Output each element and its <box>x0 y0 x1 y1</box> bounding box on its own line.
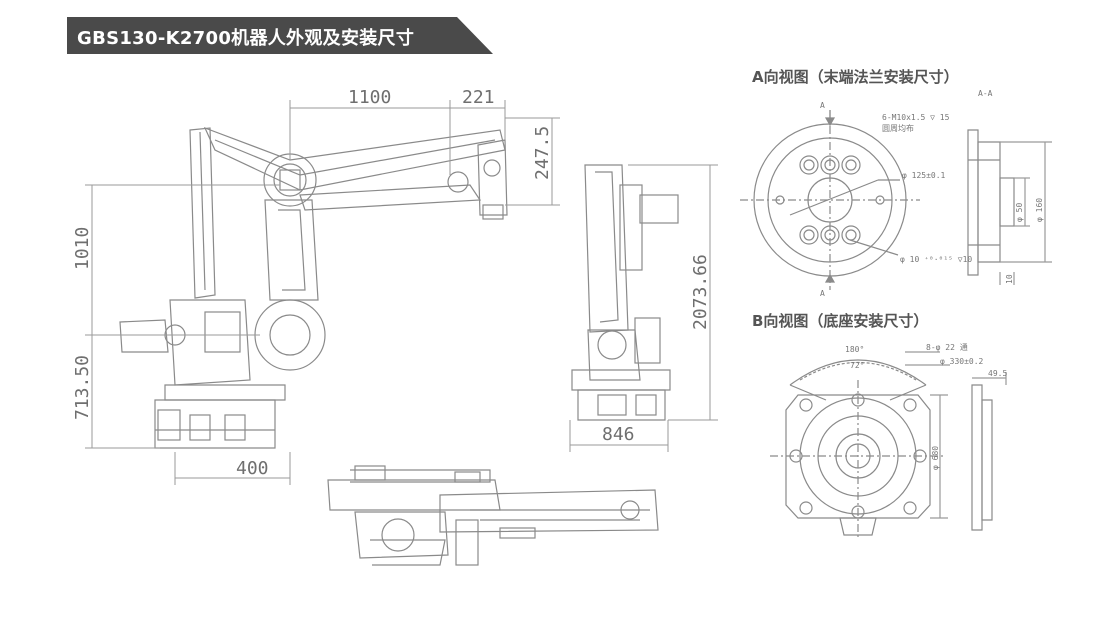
b-view-title: B向视图（底座安装尺寸） <box>752 312 929 330</box>
a-view-d10: 10 <box>1005 274 1014 284</box>
front-view-dimension-lines <box>569 164 718 452</box>
b-view-d680: φ 680 <box>931 446 940 470</box>
a-view-marker-top: A <box>820 101 825 110</box>
dim-221: 221 <box>462 87 495 108</box>
page-title: GBS130-K2700机器人外观及安装尺寸 <box>77 28 415 49</box>
a-view-pcd: φ 125±0.1 <box>902 171 946 180</box>
a-view-flange <box>740 110 920 290</box>
dim-400: 400 <box>236 458 269 479</box>
a-view-bolt: 6-M10x1.5 ▽ 15 <box>882 113 950 122</box>
a-view-pin: φ 10 ⁺⁰·⁰¹⁵ ▽10 <box>900 255 972 264</box>
a-view-bolt-note: 圆周均布 <box>882 123 914 133</box>
title-banner: GBS130-K2700机器人外观及安装尺寸 <box>67 17 493 54</box>
a-view-d50: φ 50 <box>1015 203 1024 222</box>
b-view-base <box>770 359 945 540</box>
a-view-d160: φ 160 <box>1035 198 1044 222</box>
front-view-robot <box>571 164 679 421</box>
a-view-section-label: A-A <box>978 89 993 98</box>
dim-1010: 1010 <box>72 227 93 270</box>
a-view-title: A向视图（末端法兰安装尺寸） <box>752 68 959 86</box>
b-view-angle180: 180° <box>845 345 864 354</box>
b-view-pcd: φ 330±0.2 <box>940 357 984 366</box>
dim-846: 846 <box>602 424 635 445</box>
dim-247: 247.5 <box>532 126 553 180</box>
side-view-robot <box>119 126 508 449</box>
a-view-marker-bottom: A <box>820 289 825 298</box>
b-view-d49: 49.5 <box>988 369 1007 378</box>
b-view-angle72: 72° <box>850 361 864 370</box>
a-view-section <box>967 129 1052 285</box>
dim-1100: 1100 <box>348 87 391 108</box>
top-view-robot <box>327 465 659 566</box>
side-view-dimension-lines <box>85 100 560 485</box>
title-banner-shape <box>67 17 493 54</box>
dim-2073: 2073.66 <box>690 254 711 330</box>
b-view-holes: 8-φ 22 通 <box>926 342 968 352</box>
b-view-section <box>905 351 1007 531</box>
dim-713: 713.50 <box>72 355 93 420</box>
